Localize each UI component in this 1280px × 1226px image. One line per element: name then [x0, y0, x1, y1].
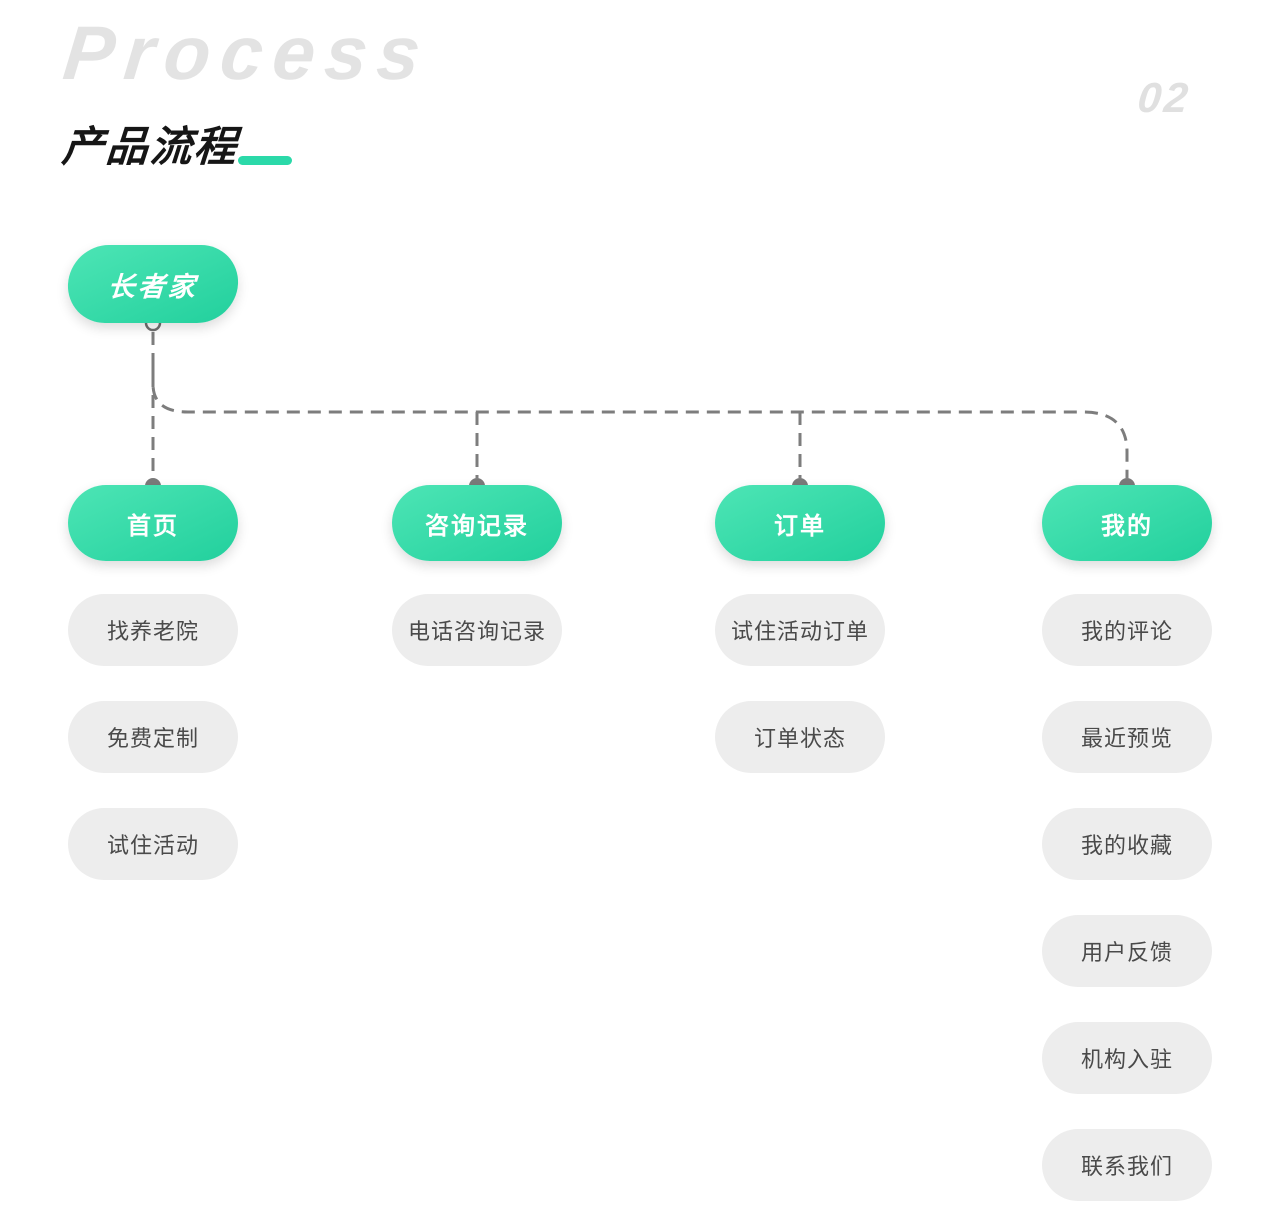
- branch-my: 我的: [1042, 485, 1212, 561]
- child-user-feedback: 用户反馈: [1042, 915, 1212, 987]
- child-phone-consultation-records: 电话咨询记录: [392, 594, 562, 666]
- accent-underline-bar: [238, 156, 292, 165]
- child-trial-stay-order: 试住活动订单: [715, 594, 885, 666]
- child-order-status: 订单状态: [715, 701, 885, 773]
- branch-consultation-records: 咨询记录: [392, 485, 562, 561]
- child-contact-us: 联系我们: [1042, 1129, 1212, 1201]
- child-trial-stay-activity: 试住活动: [68, 808, 238, 880]
- child-institution-onboarding: 机构入驻: [1042, 1022, 1212, 1094]
- child-recent-views: 最近预览: [1042, 701, 1212, 773]
- branch-home: 首页: [68, 485, 238, 561]
- child-free-customization: 免费定制: [68, 701, 238, 773]
- branch-orders: 订单: [715, 485, 885, 561]
- connector-main-branch: [151, 366, 1129, 478]
- child-my-favorites: 我的收藏: [1042, 808, 1212, 880]
- page-number: 02: [1135, 74, 1194, 121]
- section-subtitle: 产品流程: [60, 123, 240, 170]
- child-my-comments: 我的评论: [1042, 594, 1212, 666]
- child-find-nursing-home: 找养老院: [68, 594, 238, 666]
- page-title: Process: [59, 11, 435, 96]
- node-root-changzhejia: 长者家: [65, 245, 241, 323]
